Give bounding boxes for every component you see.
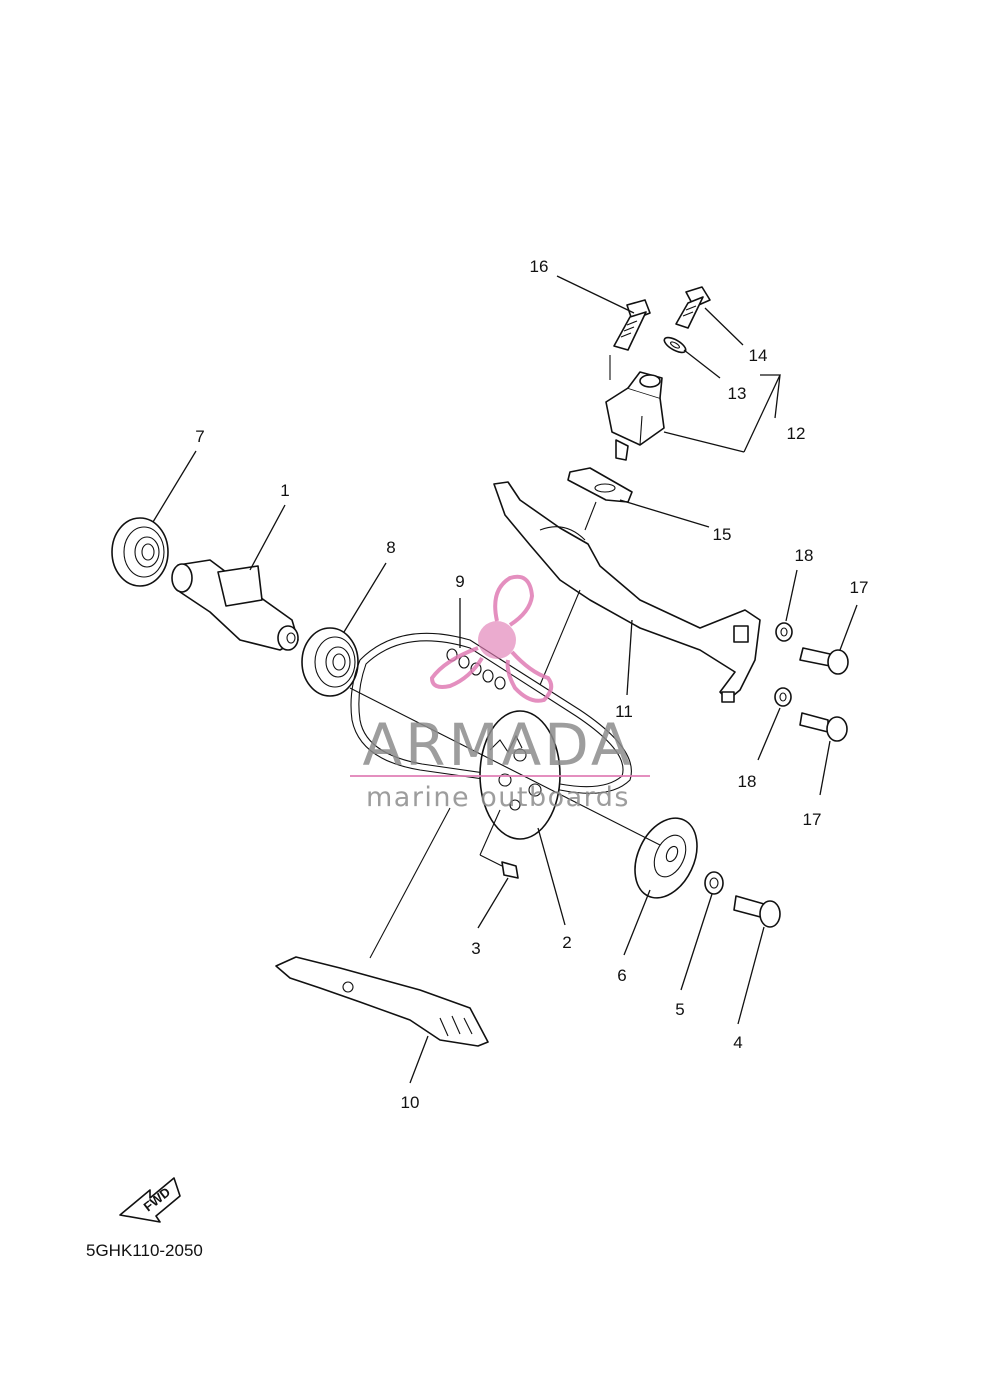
leader-lines xyxy=(152,275,858,1084)
callout-18-upper: 18 xyxy=(795,546,814,565)
callout-7: 7 xyxy=(195,427,204,446)
cam-chain xyxy=(350,632,632,794)
callout-16: 16 xyxy=(530,257,549,276)
callout-4: 4 xyxy=(733,1033,742,1052)
callout-13: 13 xyxy=(728,384,747,403)
callout-10: 10 xyxy=(401,1093,420,1112)
callout-12: 12 xyxy=(787,424,806,443)
diagram-code: 5GHK110-2050 xyxy=(86,1241,203,1260)
part-14-bolt xyxy=(675,286,711,329)
part-18-washer-lower xyxy=(774,687,792,707)
callout-18-lower: 18 xyxy=(738,772,757,791)
part-6-plate xyxy=(634,817,698,899)
part-17-bolt-lower xyxy=(799,712,848,742)
part-12-tensioner xyxy=(605,371,665,461)
watermark-brand: ARMADA xyxy=(362,711,633,779)
part-13-gasket xyxy=(663,336,687,354)
callout-3: 3 xyxy=(471,939,480,958)
callout-17-upper: 17 xyxy=(850,578,869,597)
part-18-washer-upper xyxy=(775,622,793,642)
part-1-camshaft xyxy=(171,559,299,651)
part-17-bolt-upper xyxy=(799,647,849,675)
watermark-tagline: marine outboards xyxy=(366,782,630,813)
part-5-washer xyxy=(704,871,724,895)
fwd-arrow-icon: FWD xyxy=(119,1177,181,1223)
callout-8: 8 xyxy=(386,538,395,557)
callout-11: 11 xyxy=(615,702,633,721)
callout-15: 15 xyxy=(713,525,732,544)
callout-9: 9 xyxy=(455,572,464,591)
callout-14: 14 xyxy=(749,346,768,365)
callout-labels: 1 2 3 4 5 6 7 8 9 10 11 12 13 14 15 16 1… xyxy=(195,257,868,1112)
part-10-chain-guide xyxy=(275,956,489,1047)
watermark: ARMADA marine outboards xyxy=(350,574,650,813)
part-3-dowel-pin xyxy=(501,861,519,879)
part-8-bearing xyxy=(301,627,359,697)
callout-5: 5 xyxy=(675,1000,684,1019)
part-15-gasket xyxy=(567,467,633,503)
callout-6: 6 xyxy=(617,966,626,985)
callout-17-lower: 17 xyxy=(803,810,822,829)
part-4-bolt xyxy=(733,895,781,928)
propeller-logo-icon xyxy=(429,574,554,703)
part-7-bearing xyxy=(111,517,169,587)
part-11-tensioner-guide xyxy=(493,481,761,703)
callout-2: 2 xyxy=(562,933,571,952)
part-16-bolt xyxy=(613,299,651,351)
callout-1: 1 xyxy=(280,481,289,500)
